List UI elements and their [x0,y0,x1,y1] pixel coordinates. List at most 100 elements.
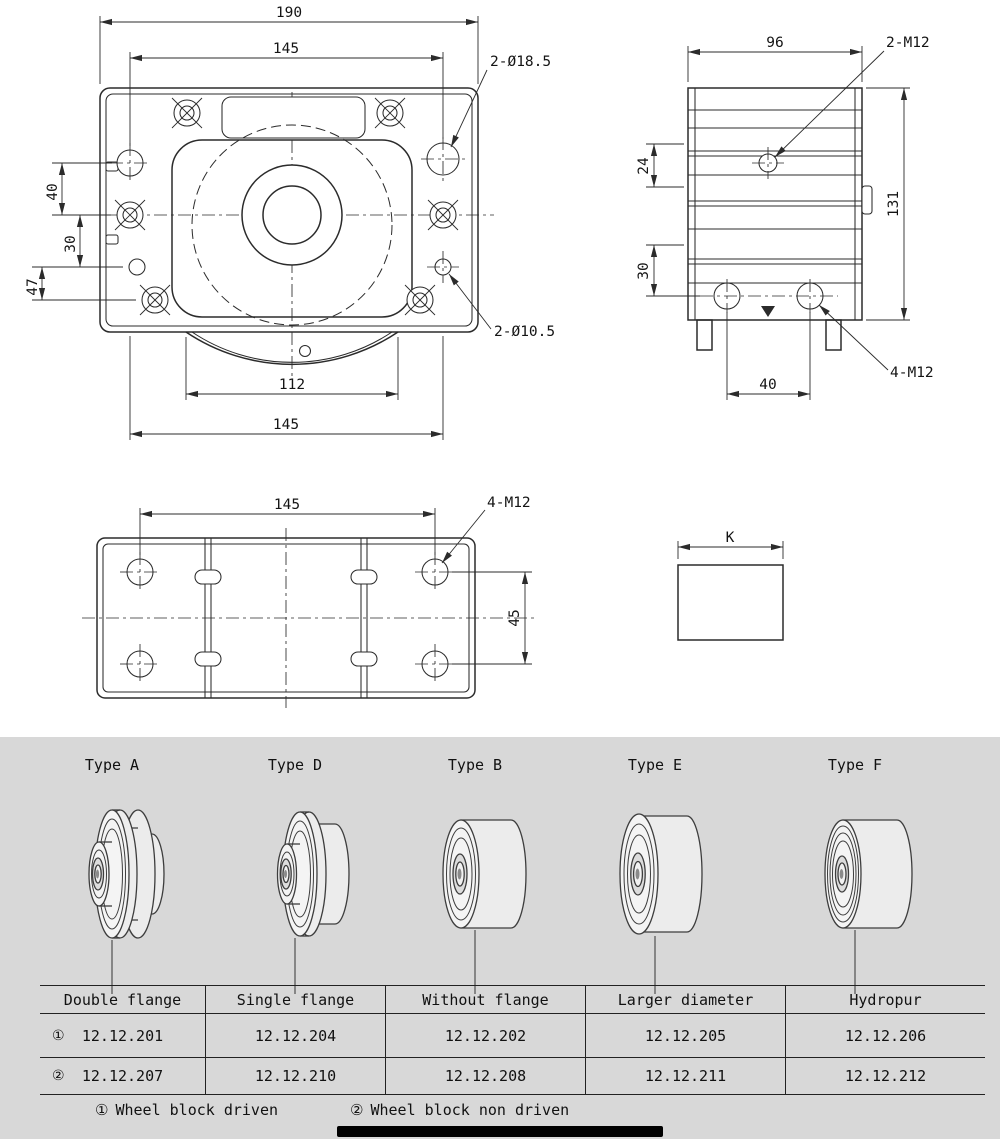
dim-24: 24 [636,143,684,188]
code-cell: 12.12.206 [785,1014,985,1057]
dim-47: 47 [25,267,136,301]
flange-header: Hydropur [785,986,985,1013]
dim-145-bottomview-text: 145 [274,497,300,513]
driven-marker: ① [52,1027,65,1044]
legend-non-driven-marker: ② [350,1101,364,1119]
code-cell: 12.12.205 [585,1014,785,1057]
table-row-driven: ① 12.12.201 12.12.204 12.12.202 12.12.20… [40,1014,985,1058]
dim-145-top-text: 145 [273,41,299,57]
label-2-m12-text: 2-M12 [886,35,930,51]
wheel-type-a [88,809,165,994]
dim-45: 45 [452,571,532,665]
dim-40-side: 40 [726,312,811,400]
dim-190-text: 190 [276,5,302,21]
dim-145-top: 145 [129,41,444,146]
dim-k: K [677,530,784,559]
flange-header: Without flange [385,986,585,1013]
code-cell: 12.12.211 [585,1058,785,1094]
code-cell: 12.12.212 [785,1058,985,1094]
bottom-division-lines [204,538,368,698]
side-latch-tab [861,185,873,215]
table-header-row: Double flange Single flange Without flan… [40,986,985,1014]
side-holes [110,137,465,283]
bore-inner [262,185,322,245]
bottom-view: 145 4-M12 45 [82,495,535,708]
front-top-slot [221,96,366,139]
code-cell: 12.12.208 [385,1058,585,1094]
type-label-a: Type A [84,756,140,774]
dim-45-text: 45 [507,609,523,626]
dim-145-bottom-text: 145 [273,417,299,433]
legend-non-driven-text: Wheel block non driven [370,1101,570,1119]
dim-190: 190 [99,5,479,84]
dim-30: 30 [32,215,123,268]
wheel-types-panel: Type A Type D Type B Type E Type F [0,737,1000,1139]
bore-outer [241,164,343,266]
flange-header: Single flange [205,986,385,1013]
side-foot-right [825,319,842,351]
dim-96: 96 [687,35,863,82]
technical-drawing: 190 145 2-Ø18.5 40 30 47 [25,5,934,708]
table-row-non-driven: ② 12.12.207 12.12.210 12.12.208 12.12.21… [40,1058,985,1095]
wheel-type-e [619,813,703,994]
key-section: K [677,530,784,641]
type-label-d: Type D [267,756,323,774]
wheel-arc-inner [191,331,393,363]
front-body-outline [99,87,479,333]
side-foot-left [696,319,713,351]
code-cell: 12.12.204 [205,1014,385,1057]
legend: ① Wheel block driven ② Wheel block non d… [95,1101,569,1119]
front-view: 190 145 2-Ø18.5 40 30 47 [25,5,555,440]
side-body-outline [687,87,863,321]
wheel-type-f [824,819,913,994]
type-label-e: Type E [627,756,683,774]
dim-112-text: 112 [279,377,305,393]
key-hatched-block [677,564,784,641]
label-2-d18-5: 2-Ø18.5 [450,54,551,148]
label-4-m12-side-text: 4-M12 [890,365,934,381]
bottom-holes [120,552,455,684]
label-4-m12-bottom-text: 4-M12 [487,495,531,511]
bottom-body-outline [96,537,476,699]
wheel-hidden-circle [191,124,393,326]
non-driven-marker: ② [52,1068,65,1084]
wheel-codes-table: Double flange Single flange Without flan… [40,985,985,1095]
side-view: 96 2-M12 131 24 30 40 [636,35,934,400]
bottom-slots [194,569,378,667]
dim-40-text: 40 [45,183,61,200]
dim-30-side-text: 30 [636,262,652,279]
dim-145-bottom: 145 [129,336,444,440]
wheel-type-d [276,811,350,994]
code-cell: 12.12.202 [385,1014,585,1057]
dim-24-text: 24 [636,157,652,175]
code-cell: 12.12.201 [81,1026,164,1045]
side-ribs [688,109,862,284]
legend-driven-marker: ① [95,1101,109,1119]
dim-131: 131 [866,87,910,321]
dim-k-text: K [726,530,735,546]
bottom-body-inner [102,543,470,693]
dim-131-text: 131 [886,191,902,217]
label-2-m12: 2-M12 [774,35,930,158]
datum-arrow [761,306,775,317]
flange-header: Larger diameter [585,986,785,1013]
legend-driven-text: Wheel block driven [115,1101,279,1119]
legend-non-driven: ② Wheel block non driven [350,1101,569,1119]
type-label-b: Type B [447,756,503,774]
flange-header: Double flange [63,990,182,1009]
wheel-type-b [442,819,527,994]
label-2-d10-5: 2-Ø10.5 [448,273,555,340]
label-2-d10-5-text: 2-Ø10.5 [494,324,555,340]
front-body-inner [105,93,473,327]
wheel-illustrations [88,809,913,994]
wheel-arc-outer [185,331,399,366]
dim-96-text: 96 [766,35,783,51]
legend-driven: ① Wheel block driven [95,1101,278,1119]
dim-112: 112 [185,337,399,400]
edge-tab [105,234,119,245]
dim-47-text: 47 [25,278,41,295]
dim-30-text: 30 [63,235,79,252]
dim-30-side: 30 [636,244,700,297]
label-4-m12-bottom: 4-M12 [441,495,531,564]
dim-145-bottomview: 145 [139,497,436,555]
